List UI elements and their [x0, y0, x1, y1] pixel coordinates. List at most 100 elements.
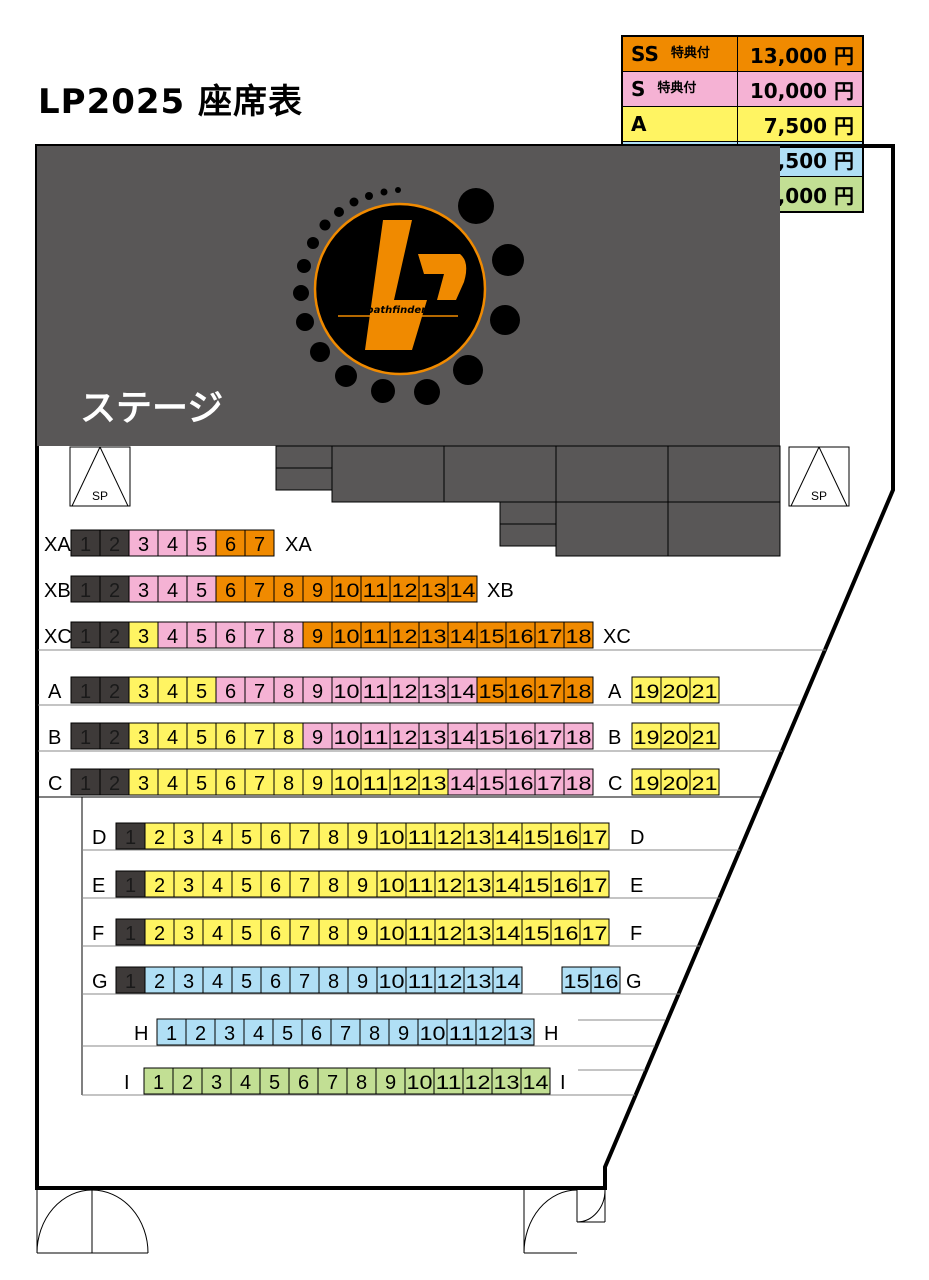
- seat-e-17[interactable]: [579, 870, 610, 898]
- seat-f-6[interactable]: [260, 918, 291, 946]
- seat-g-3[interactable]: [173, 966, 204, 994]
- seat-d-7[interactable]: [289, 822, 320, 850]
- seat-xb-14[interactable]: [447, 575, 478, 603]
- seat-d-8[interactable]: [318, 822, 349, 850]
- seat-c-4[interactable]: [157, 768, 188, 796]
- seat-xc-15[interactable]: [476, 621, 507, 649]
- seat-xc-18[interactable]: [563, 621, 594, 649]
- seat-c-5[interactable]: [186, 768, 217, 796]
- seat-d-17[interactable]: [579, 822, 610, 850]
- seat-i-3[interactable]: [201, 1067, 232, 1095]
- seat-d-4[interactable]: [202, 822, 233, 850]
- seat-xa-5[interactable]: [186, 529, 217, 557]
- seat-i-4[interactable]: [230, 1067, 261, 1095]
- seat-f-17[interactable]: [579, 918, 610, 946]
- seat-xb-4[interactable]: [157, 575, 188, 603]
- seat-g-10[interactable]: [376, 966, 407, 994]
- seat-d-9[interactable]: [347, 822, 378, 850]
- seat-a-14[interactable]: [447, 676, 478, 704]
- seat-d-12[interactable]: [434, 822, 465, 850]
- seat-h-7[interactable]: [330, 1018, 361, 1046]
- seat-a-18[interactable]: [563, 676, 594, 704]
- seat-g-2[interactable]: [144, 966, 175, 994]
- seat-e-7[interactable]: [289, 870, 320, 898]
- seat-a-3[interactable]: [128, 676, 159, 704]
- seat-a-7[interactable]: [244, 676, 275, 704]
- seat-d-13[interactable]: [463, 822, 494, 850]
- seat-a-20[interactable]: [660, 676, 691, 704]
- seat-h-1[interactable]: [156, 1018, 187, 1046]
- seat-g-6[interactable]: [260, 966, 291, 994]
- seat-c-18[interactable]: [563, 768, 594, 796]
- seat-a-21[interactable]: [689, 676, 720, 704]
- seat-e-10[interactable]: [376, 870, 407, 898]
- seat-b-12[interactable]: [389, 722, 420, 750]
- seat-xc-7[interactable]: [244, 621, 275, 649]
- seat-c-12[interactable]: [389, 768, 420, 796]
- seat-b-4[interactable]: [157, 722, 188, 750]
- seat-g-12[interactable]: [434, 966, 465, 994]
- seat-b-7[interactable]: [244, 722, 275, 750]
- seat-g-7[interactable]: [289, 966, 320, 994]
- seat-f-4[interactable]: [202, 918, 233, 946]
- seat-b-11[interactable]: [360, 722, 391, 750]
- seat-f-8[interactable]: [318, 918, 349, 946]
- seat-b-3[interactable]: [128, 722, 159, 750]
- seat-xb-1[interactable]: [70, 575, 101, 603]
- seat-i-5[interactable]: [259, 1067, 290, 1095]
- seat-e-4[interactable]: [202, 870, 233, 898]
- seat-f-11[interactable]: [405, 918, 436, 946]
- seat-g-5[interactable]: [231, 966, 262, 994]
- seat-g-14[interactable]: [492, 966, 523, 994]
- seat-d-10[interactable]: [376, 822, 407, 850]
- seat-a-5[interactable]: [186, 676, 217, 704]
- seat-i-14[interactable]: [520, 1067, 551, 1095]
- seat-b-5[interactable]: [186, 722, 217, 750]
- seat-c-7[interactable]: [244, 768, 275, 796]
- seat-xb-13[interactable]: [418, 575, 449, 603]
- seat-c-15[interactable]: [476, 768, 507, 796]
- seat-e-12[interactable]: [434, 870, 465, 898]
- seat-xc-5[interactable]: [186, 621, 217, 649]
- seat-h-13[interactable]: [504, 1018, 535, 1046]
- seat-e-14[interactable]: [492, 870, 523, 898]
- seat-i-6[interactable]: [288, 1067, 319, 1095]
- seat-e-6[interactable]: [260, 870, 291, 898]
- seat-i-8[interactable]: [346, 1067, 377, 1095]
- seat-g-1[interactable]: [115, 966, 146, 994]
- seat-h-3[interactable]: [214, 1018, 245, 1046]
- seat-i-10[interactable]: [404, 1067, 435, 1095]
- seat-xc-2[interactable]: [99, 621, 130, 649]
- seat-d-15[interactable]: [521, 822, 552, 850]
- seat-c-6[interactable]: [215, 768, 246, 796]
- seat-e-13[interactable]: [463, 870, 494, 898]
- seat-a-2[interactable]: [99, 676, 130, 704]
- seat-c-2[interactable]: [99, 768, 130, 796]
- seat-f-3[interactable]: [173, 918, 204, 946]
- seat-a-11[interactable]: [360, 676, 391, 704]
- seat-f-10[interactable]: [376, 918, 407, 946]
- seat-c-21[interactable]: [689, 768, 720, 796]
- seat-xa-3[interactable]: [128, 529, 159, 557]
- seat-c-9[interactable]: [302, 768, 333, 796]
- seat-f-16[interactable]: [550, 918, 581, 946]
- seat-xa-7[interactable]: [244, 529, 275, 557]
- seat-g-16[interactable]: [590, 966, 621, 994]
- seat-a-1[interactable]: [70, 676, 101, 704]
- seat-f-13[interactable]: [463, 918, 494, 946]
- seat-c-8[interactable]: [273, 768, 304, 796]
- seat-e-5[interactable]: [231, 870, 262, 898]
- seat-b-21[interactable]: [689, 722, 720, 750]
- seat-xb-7[interactable]: [244, 575, 275, 603]
- seat-a-8[interactable]: [273, 676, 304, 704]
- seat-b-17[interactable]: [534, 722, 565, 750]
- seat-h-11[interactable]: [446, 1018, 477, 1046]
- seat-xc-8[interactable]: [273, 621, 304, 649]
- seat-xa-6[interactable]: [215, 529, 246, 557]
- seat-g-4[interactable]: [202, 966, 233, 994]
- seat-g-11[interactable]: [405, 966, 436, 994]
- seat-b-18[interactable]: [563, 722, 594, 750]
- seat-xb-11[interactable]: [360, 575, 391, 603]
- seat-f-1[interactable]: [115, 918, 146, 946]
- seat-a-12[interactable]: [389, 676, 420, 704]
